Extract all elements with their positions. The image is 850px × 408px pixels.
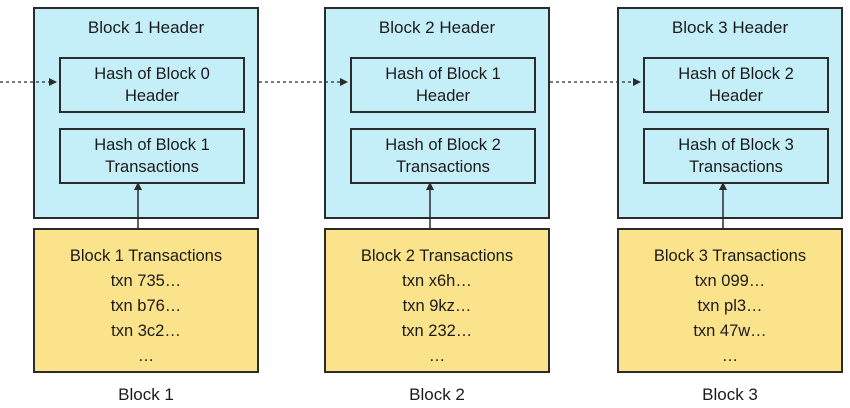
hash-label-line: Hash of Block 1 xyxy=(94,136,210,154)
hash-label-line: Hash of Block 3 xyxy=(678,136,794,154)
transaction-item: txn 47w… xyxy=(693,322,767,340)
block-1-label: Block 1 xyxy=(118,385,174,404)
hash-label-line: Header xyxy=(415,87,471,105)
block-3-transactions: Block 3 Transactions txn 099… txn pl3… t… xyxy=(617,228,843,373)
previous-block-hash: Hash of Block 0 Header xyxy=(59,57,245,113)
transaction-item: txn 3c2… xyxy=(111,322,181,340)
transaction-item: txn 099… xyxy=(694,272,766,290)
transaction-ellipsis: … xyxy=(428,347,446,365)
block-2-transactions: Block 2 Transactions txn x6h… txn 9kz… t… xyxy=(324,228,550,373)
hash-label-line: Header xyxy=(124,87,180,105)
block-2-label: Block 2 xyxy=(409,385,465,404)
transaction-item: txn 232… xyxy=(401,322,473,340)
transaction-item: txn x6h… xyxy=(402,272,472,290)
hash-label-line: Transactions xyxy=(105,158,199,176)
block-header-title: Block 1 Header xyxy=(87,18,205,37)
previous-block-hash: Hash of Block 1 Header xyxy=(350,57,536,113)
block-1-transactions: Block 1 Transactions txn 735… txn b76… t… xyxy=(33,228,259,373)
hash-label-line: Header xyxy=(708,87,764,105)
transactions-hash: Hash of Block 1 Transactions xyxy=(59,128,245,184)
block-header-title: Block 2 Header xyxy=(378,18,496,37)
transactions-title: Block 2 Transactions xyxy=(360,247,514,265)
block-2-header: Block 2 Header Hash of Block 1 Header Ha… xyxy=(324,7,550,219)
block-1-header: Block 1 Header Hash of Block 0 Header Ha… xyxy=(33,7,259,219)
transaction-item: txn pl3… xyxy=(697,297,763,315)
block-3-label: Block 3 xyxy=(702,385,758,404)
block-3-header: Block 3 Header Hash of Block 2 Header Ha… xyxy=(617,7,843,219)
hash-label-line: Hash of Block 1 xyxy=(385,65,501,83)
transactions-title: Block 1 Transactions xyxy=(69,247,223,265)
transaction-item: txn 735… xyxy=(110,272,182,290)
hash-label-line: Hash of Block 2 xyxy=(678,65,794,83)
transaction-ellipsis: … xyxy=(721,347,739,365)
previous-block-hash: Hash of Block 2 Header xyxy=(643,57,829,113)
transaction-item: txn 9kz… xyxy=(402,297,472,315)
hash-label-line: Hash of Block 0 xyxy=(94,65,210,83)
transaction-ellipsis: … xyxy=(137,347,155,365)
transactions-title: Block 3 Transactions xyxy=(653,247,807,265)
transactions-hash: Hash of Block 2 Transactions xyxy=(350,128,536,184)
hash-label-line: Transactions xyxy=(689,158,783,176)
block-header-title: Block 3 Header xyxy=(671,18,789,37)
transaction-item: txn b76… xyxy=(110,297,182,315)
hash-label-line: Transactions xyxy=(396,158,490,176)
transactions-hash: Hash of Block 3 Transactions xyxy=(643,128,829,184)
hash-label-line: Hash of Block 2 xyxy=(385,136,501,154)
